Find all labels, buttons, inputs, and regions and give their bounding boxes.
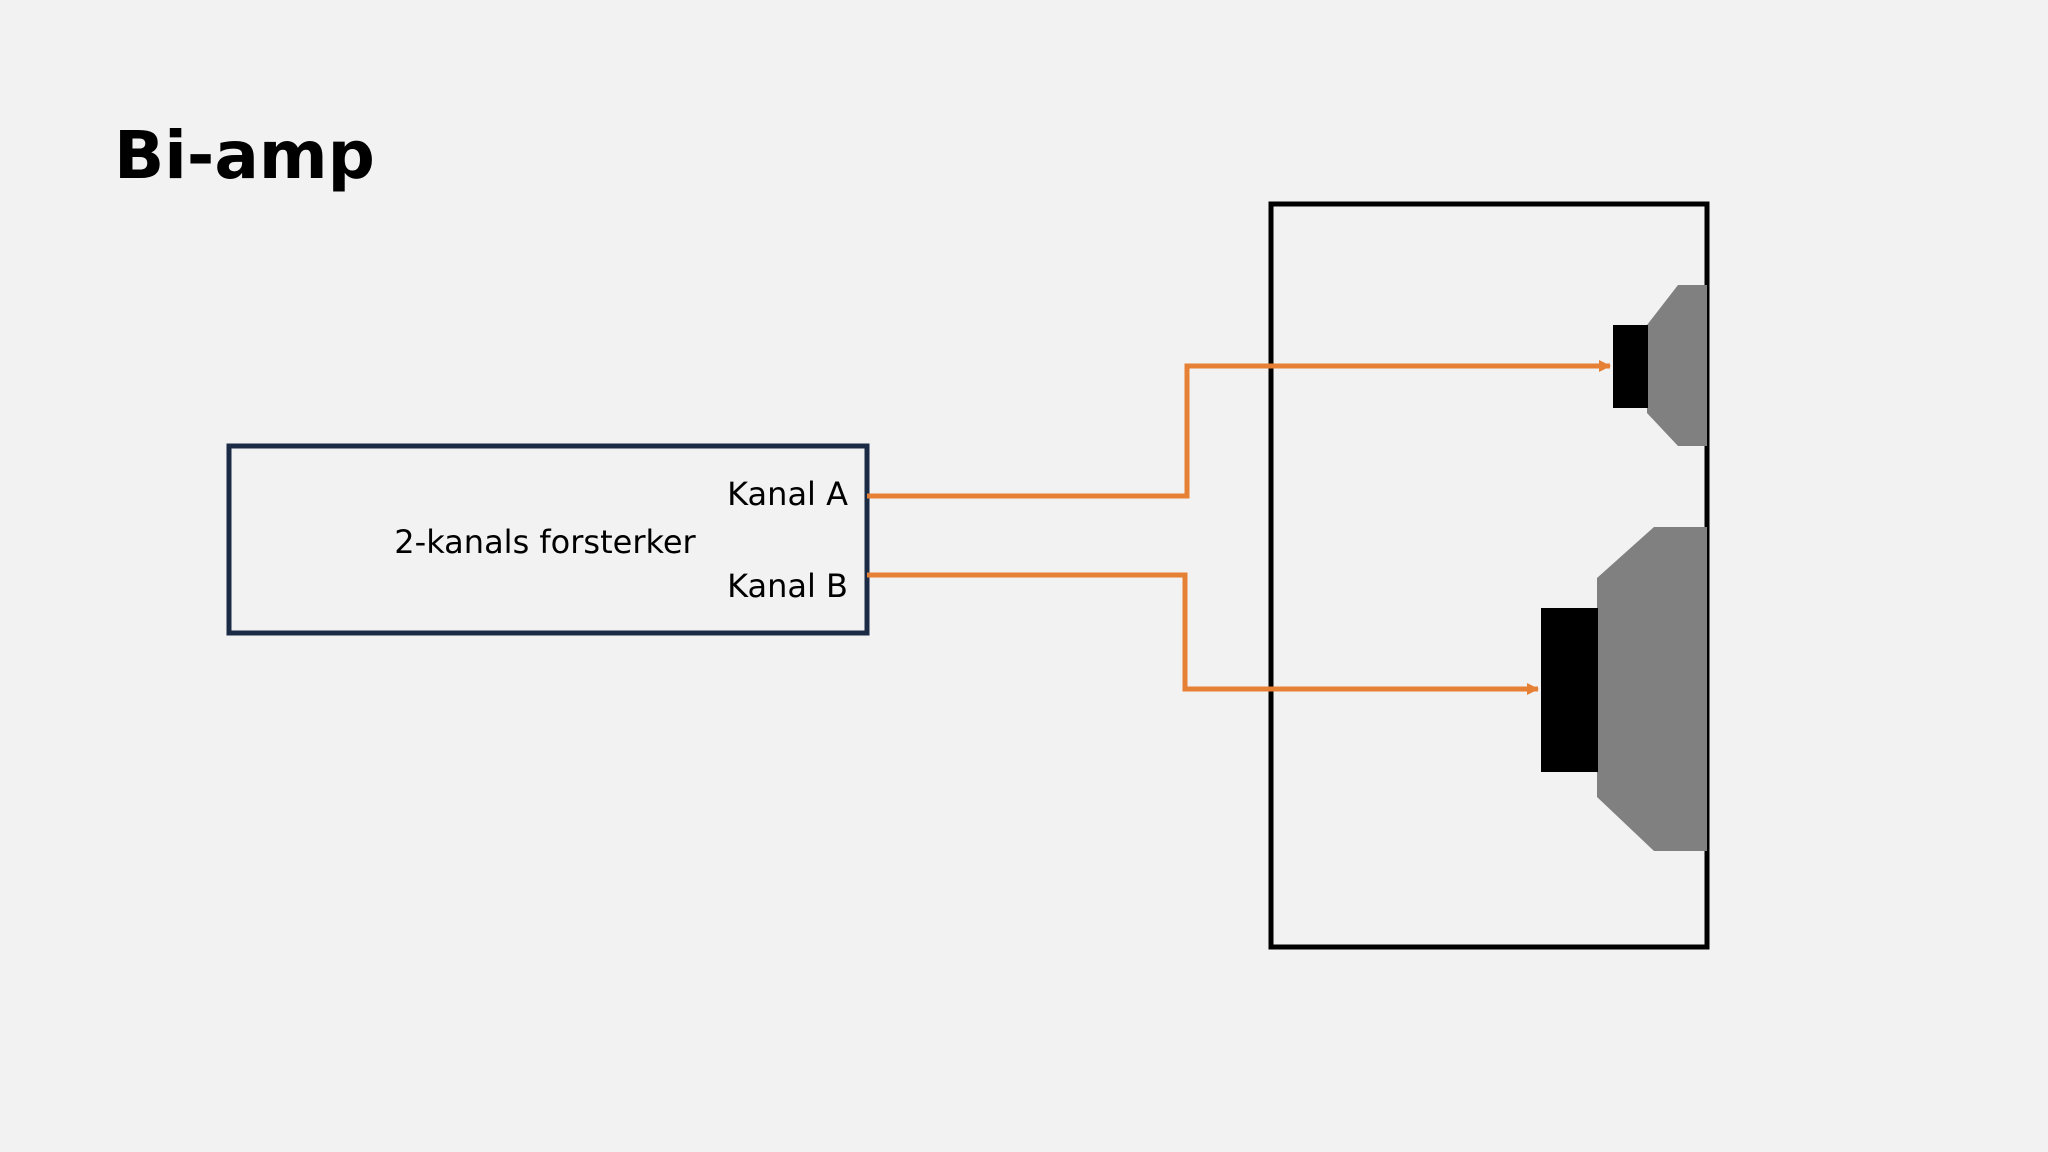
- wire-channel-a-to-tweeter: [867, 360, 1611, 499]
- wire-channel-b-to-woofer: [867, 572, 1539, 695]
- woofer-magnet: [1541, 608, 1598, 772]
- amplifier-label: 2-kanals forsterker: [394, 523, 696, 561]
- amplifier-box: [226, 443, 870, 636]
- channel-b-label: Kanal B: [727, 567, 848, 605]
- woofer-cone: [1597, 527, 1707, 851]
- channel-a-label: Kanal A: [727, 475, 848, 513]
- page-title: Bi-amp: [114, 117, 375, 194]
- tweeter-magnet: [1613, 325, 1648, 408]
- tweeter-cone: [1647, 285, 1707, 446]
